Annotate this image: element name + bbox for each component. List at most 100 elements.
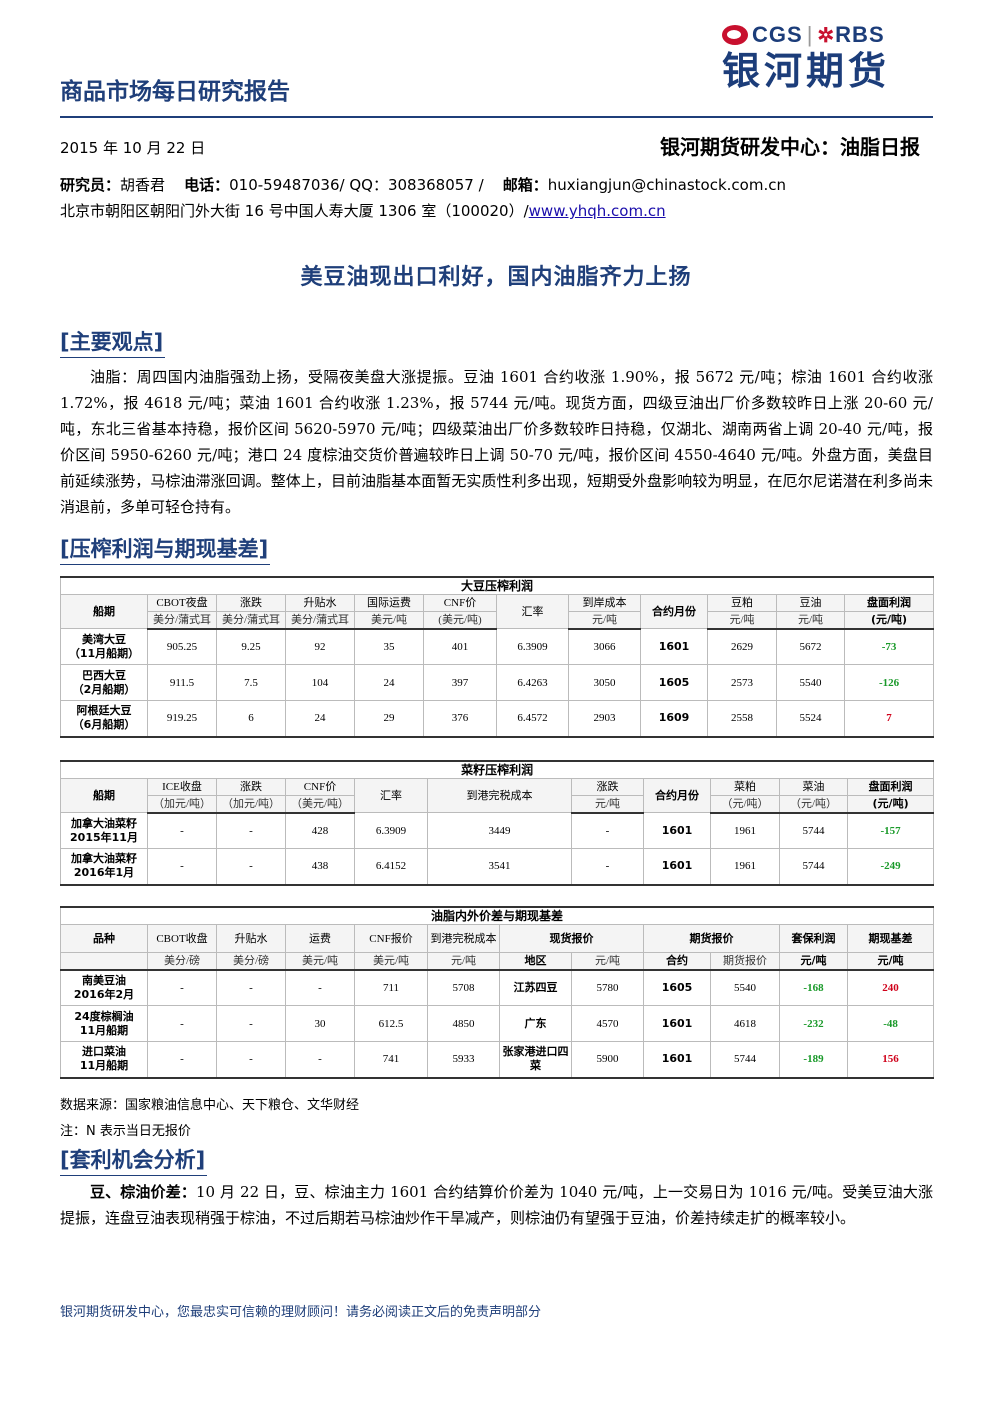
cell: 911.5: [147, 664, 217, 701]
cell: 905.25: [147, 628, 217, 665]
cell: 5933: [427, 1041, 500, 1079]
unit-header: 美元/吨: [354, 952, 428, 971]
col-header: CNF报价: [354, 924, 428, 953]
col-header: 升贴水: [216, 924, 286, 953]
col-header: 豆粕: [707, 594, 777, 612]
cell: -: [147, 969, 217, 1006]
unit-header: 美分/磅: [216, 952, 286, 971]
cell: 2903: [568, 700, 641, 738]
page-footer: 银河期货研发中心，您最忠实可信赖的理财顾问！请务必阅读正文后的免责声明部分: [60, 1305, 542, 1320]
col-header: 套保利润: [779, 924, 848, 953]
profit-cell: -157: [846, 812, 935, 849]
hedge-cell: -168: [779, 969, 848, 1006]
cell: 2573: [707, 664, 777, 701]
cell: 741: [354, 1041, 428, 1079]
cell: 3050: [568, 664, 641, 701]
cell: 92: [285, 628, 355, 665]
col-header: CNF价: [423, 594, 497, 612]
col-header: 汇率: [496, 594, 569, 629]
website-link[interactable]: www.yhqh.com.cn: [528, 202, 666, 220]
soy-table-title: 大豆压榨利润: [59, 576, 935, 595]
oil-table-title: 油脂内外价差与期现基差: [59, 906, 935, 925]
cell: 6.4152: [354, 848, 428, 886]
cell: 397: [423, 664, 497, 701]
col-header: ICE收盘: [147, 778, 217, 796]
report-date: 2015 年 10 月 22 日: [60, 139, 206, 157]
cell: 5540: [710, 969, 780, 1006]
cell: -: [285, 1041, 355, 1079]
logo-top: CGS|✲RBS: [722, 22, 912, 48]
cell: 711: [354, 969, 428, 1006]
cell: -: [285, 969, 355, 1006]
unit-header: 元/吨: [427, 952, 500, 971]
cell: 1601: [643, 848, 711, 886]
col-header: 品种: [60, 924, 148, 953]
region-cell: 广东: [499, 1005, 572, 1042]
cell: 4618: [710, 1005, 780, 1042]
cell: 5780: [571, 969, 644, 1006]
logo-cgs: CGS: [752, 22, 803, 47]
col-header: 菜油: [779, 778, 848, 796]
cell: 1609: [640, 700, 708, 738]
rapeseed-crush-table: 菜籽压榨利润 船期 ICE收盘 涨跌 CNF价 汇率 到港完税成本 涨跌 合约月…: [59, 760, 935, 886]
empty-cell: [60, 952, 148, 971]
col-header: 到岸成本: [568, 594, 641, 612]
researcher-label: 研究员：: [60, 176, 121, 194]
arb-text: 10 月 22 日，豆、棕油主力 1601 合约结算价价差为 1040 元/吨，…: [60, 1183, 933, 1227]
cell: -: [216, 1041, 286, 1079]
section-main-view: [主要观点]: [60, 326, 166, 358]
cgs-swirl-icon: [722, 25, 748, 45]
cell: 612.5: [354, 1005, 428, 1042]
region-cell: 江苏四豆: [499, 969, 572, 1006]
unit-header: 美分/磅: [147, 952, 217, 971]
cell: 1961: [710, 812, 780, 849]
cell: -: [571, 812, 644, 849]
cell: -: [147, 1005, 217, 1042]
cell: -: [216, 1005, 286, 1042]
cell: 6.3909: [354, 812, 428, 849]
cell: -: [147, 1041, 217, 1079]
cell: 376: [423, 700, 497, 738]
section-press-profit: [压榨利润与期现基差]: [60, 533, 271, 565]
cell: 6.4572: [496, 700, 569, 738]
unit-header: (美元/吨): [423, 611, 497, 630]
row-label: 美湾大豆（11月船期）: [60, 628, 148, 665]
cell: 1601: [640, 628, 708, 665]
unit-header: 地区: [499, 952, 572, 971]
cell: 6.4263: [496, 664, 569, 701]
col-header: 涨跌: [216, 778, 286, 796]
col-header: 到港完税成本: [427, 778, 572, 813]
cell: 5708: [427, 969, 500, 1006]
cell: -: [216, 812, 286, 849]
cell: 4850: [427, 1005, 500, 1042]
logo-chinese: 银河期货: [722, 49, 891, 93]
email[interactable]: huxiangjun@chinastock.com.cn: [547, 176, 786, 194]
cell: -: [147, 812, 217, 849]
cell: 5744: [779, 848, 848, 886]
cell: 1601: [643, 1041, 711, 1079]
researcher-line: 研究员：胡香君 电话：010-59487036/ QQ：308368057 / …: [60, 174, 786, 195]
cell: 428: [285, 812, 355, 849]
cell: 919.25: [147, 700, 217, 738]
unit-header: 合约: [643, 952, 711, 971]
hedge-cell: -189: [779, 1041, 848, 1079]
col-header: 盘面利润: [843, 594, 935, 612]
unit-header: 美元/吨: [354, 611, 424, 630]
cell: 24: [285, 700, 355, 738]
col-header: 国际运费: [354, 594, 424, 612]
cell: 5540: [776, 664, 845, 701]
profit-cell: 7: [843, 700, 935, 738]
unit-header: 美分/蒲式耳: [216, 611, 286, 630]
unit-header: 期货报价: [710, 952, 780, 971]
email-label: 邮箱：: [502, 176, 548, 194]
row-label: 巴西大豆（2月船期）: [60, 664, 148, 701]
rbs-star-icon: ✲: [817, 25, 836, 47]
main-view-paragraph: 油脂：周四国内油脂强劲上扬，受隔夜美盘大涨提振。豆油 1601 合约收涨 1.9…: [60, 368, 933, 516]
col-header: CNF价: [285, 778, 355, 796]
cell: 1601: [643, 812, 711, 849]
col-header: 豆油: [776, 594, 845, 612]
